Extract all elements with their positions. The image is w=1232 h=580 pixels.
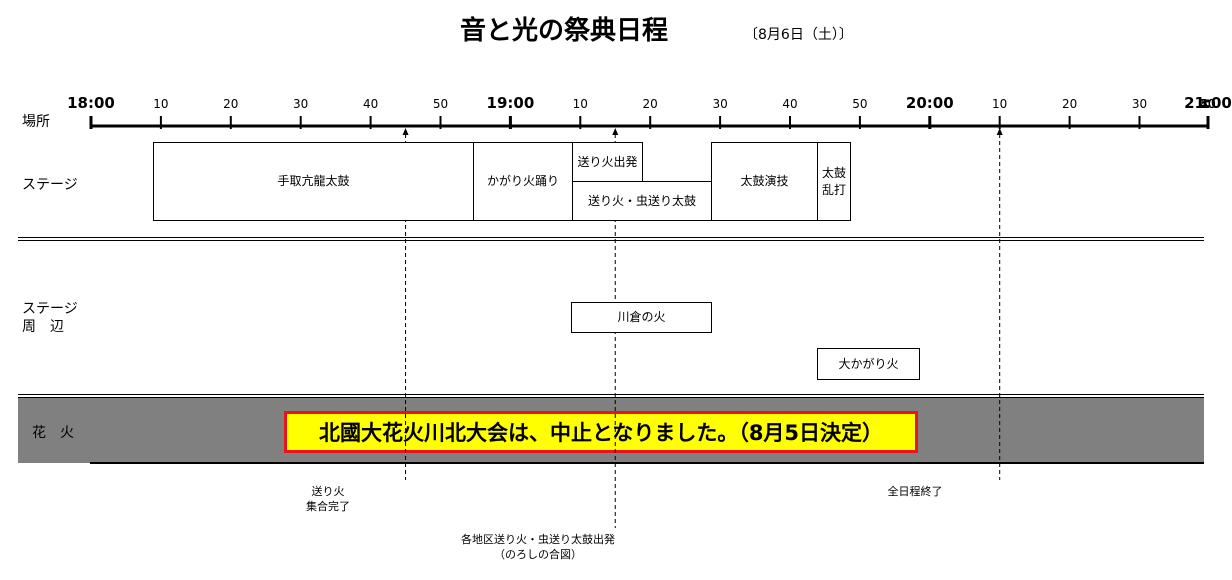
timeline-label: 30 [712,97,728,111]
marker-note: 各地区送り火・虫送り太鼓出発 （のろしの合図） [461,533,615,562]
timeline-label: 30 [1200,97,1216,111]
timeline-label: 21:00 [1184,94,1232,112]
row-label-fireworks: 花 火 [32,425,74,441]
timeline-label: 20 [1200,97,1216,111]
timeline-label: 40 [362,97,379,111]
row-separator [18,240,1204,241]
event-bar: 大かがり火 [817,348,920,380]
event-bar: 送り火出発 [572,142,643,182]
timeline-label: 40 [782,97,798,111]
row-label-stage-area: ステージ 周 辺 [22,301,78,336]
event-bar: 手取亢龍太鼓 [153,142,474,221]
timeline-label: 10 [572,97,588,111]
timeline-label: 20:00 [905,94,954,112]
marker-arrow [612,128,619,135]
marker-note: 送り火 集合完了 [306,485,350,514]
event-bar: 送り火・虫送り太鼓 [572,181,712,221]
row-label-place: 場所 [22,114,50,130]
timeline-label: 40 [1200,97,1216,111]
timeline-label: 18:00 [67,94,115,112]
event-date: 〔8月6日（土）〕 [744,27,853,43]
timeline-label: 20 [642,97,658,111]
marker-arrow [402,128,409,135]
marker-arrow [996,128,1003,135]
event-bar: かがり火踊り [473,142,573,221]
timeline-label: 30 [293,97,309,111]
event-bar: 太鼓 乱打 [817,142,851,221]
marker-note: 全日程終了 [887,485,943,498]
event-bar: 川倉の火 [571,302,712,333]
bottom-line [90,462,1204,464]
timeline-label: 50 [432,97,449,111]
page-title: 音と光の祭典日程 [460,16,669,46]
timeline-label: 50 [852,97,868,111]
timeline-label: 19:00 [486,94,535,112]
row-separator [18,394,1204,395]
cancellation-notice: 北國大花火川北大会は、中止となりました。（8月5日決定） [284,411,918,453]
timeline-label: 10 [1200,97,1216,111]
timeline-label: 10 [153,97,169,111]
event-bar: 太鼓演技 [711,142,818,221]
row-separator [18,397,1204,398]
row-separator [18,237,1204,238]
timeline-label: 10 [992,97,1008,111]
timeline-label: 20 [1061,97,1078,111]
timeline-label: 30 [1131,97,1148,111]
timeline-label: 20 [223,97,239,111]
timeline-label: 50 [1200,97,1216,111]
row-label-stage: ステージ [22,177,78,193]
